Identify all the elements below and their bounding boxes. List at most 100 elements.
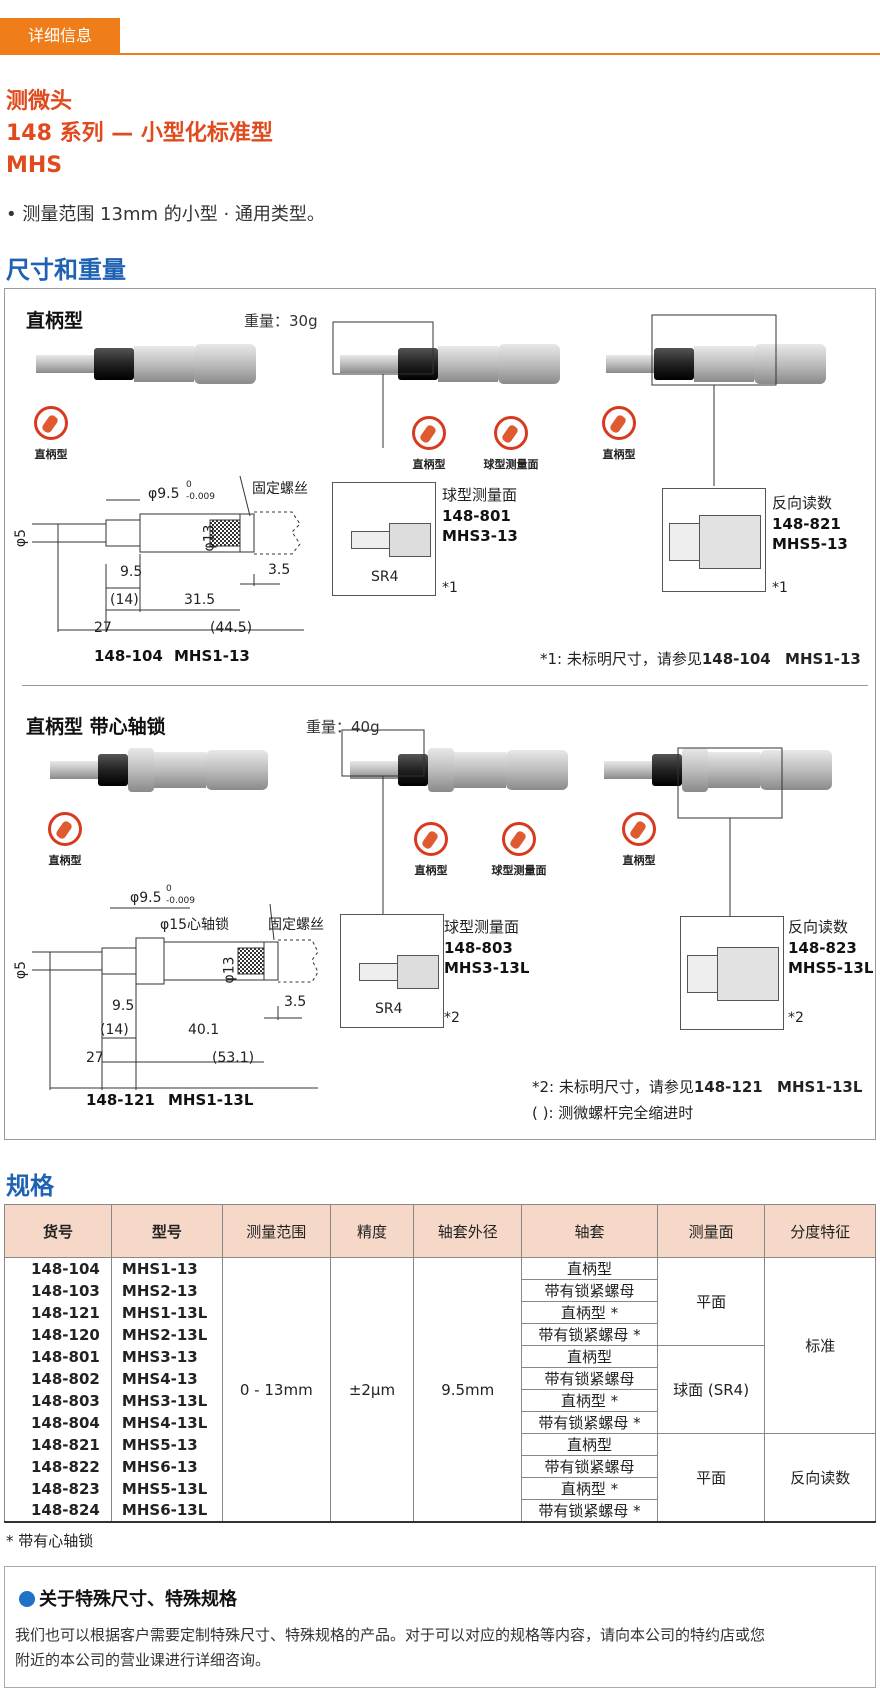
spec-table: 货号 型号 测量范围 精度 轴套外径 轴套 测量面 分度特征 148-104 M… [4, 1204, 876, 1523]
th-sleeve-dia: 轴套外径 [413, 1204, 523, 1258]
ball-model: MHS3-13 [442, 527, 518, 545]
micrometer-photo-6 [604, 747, 832, 916]
accuracy-cell: ±2μm [329, 1257, 415, 1523]
reverse-code: 148-821 [772, 515, 841, 533]
micrometer-photo-1 [36, 344, 256, 384]
d2-fix-screw: 固定螺丝 [268, 917, 324, 933]
ball-code: 148-801 [442, 507, 511, 525]
d2-d531: (53.1) [212, 1050, 255, 1066]
micrometer-photo-4 [50, 748, 268, 792]
d2-d14: (14) [100, 1022, 129, 1038]
d1-caption-model: MHS1-13 [174, 647, 250, 665]
reverse-code: 148-823 [788, 939, 857, 957]
diagram2-weight: 重量：40g [306, 718, 380, 736]
ball-face-badge-icon [494, 416, 528, 450]
ref-mark: *2 [788, 1010, 804, 1026]
sr-label: SR4 [371, 569, 399, 585]
special-order-text: 我们也可以根据客户需要定制特殊尺寸、特殊规格的产品。对于可以对应的规格等内容，请… [15, 1626, 766, 1669]
diagram2-drawings [32, 729, 832, 1090]
reverse-title: 反向读数 [772, 494, 833, 512]
reverse-model: MHS5-13L [788, 959, 874, 977]
diagram2-note: *2: 未标明尺寸，请参见148-121 MHS1-13L [532, 1078, 863, 1096]
th-grad: 分度特征 [764, 1204, 876, 1258]
ref-mark: *1 [772, 580, 788, 596]
product-series: 148 系列 — 小型化标准型 [6, 121, 273, 146]
th-code: 货号 [4, 1204, 112, 1258]
tech-drawing-2 [32, 903, 319, 1090]
grad-cell: 标准 [764, 1257, 876, 1434]
badge-label: 直柄型 [48, 854, 82, 867]
table-footnote: * 带有心轴锁 [6, 1532, 94, 1550]
d2-d35: 3.5 [284, 994, 307, 1010]
diagram1-title: 直柄型 [26, 310, 84, 332]
reverse-reading-detail-1 [662, 488, 766, 592]
d2-d401: 40.1 [188, 1022, 220, 1038]
detail-tab[interactable]: 详细信息 [0, 18, 120, 54]
product-title: 测微头 [6, 89, 73, 114]
d2-tol-down: -0.009 [166, 896, 196, 906]
ball-face-detail-2: SR4 [340, 914, 444, 1028]
d1-tol-down: -0.009 [186, 492, 216, 502]
table-header-row: 货号 型号 测量范围 精度 轴套外径 轴套 测量面 分度特征 [4, 1204, 876, 1258]
sleeve-dia-cell: 9.5mm [413, 1257, 523, 1523]
tech-drawing-1 [32, 475, 304, 632]
d2-d95: 9.5 [112, 998, 135, 1014]
straight-shank-badge-icon [412, 416, 446, 450]
ball-face-badge-icon [502, 822, 536, 856]
th-sleeve: 轴套 [521, 1204, 658, 1258]
straight-shank-badge-icon [414, 822, 448, 856]
grad-cell: 反向读数 [764, 1433, 876, 1523]
micrometer-photo-2 [332, 321, 560, 448]
frame-divider [22, 685, 868, 686]
straight-shank-badge-icon [34, 406, 68, 440]
special-order-title: 关于特殊尺寸、特殊规格 [19, 1585, 237, 1611]
section-dims-title: 尺寸和重量 [6, 256, 126, 284]
d1-d445: (44.5) [210, 620, 253, 636]
d1-d14: (14) [110, 592, 139, 608]
badge-label: 直柄型 [622, 854, 656, 867]
d2-caption-model: MHS1-13L [168, 1091, 254, 1109]
badge-label: 直柄型 [414, 864, 448, 877]
straight-shank-badge-icon [48, 812, 82, 846]
d1-d27: 27 [94, 620, 112, 636]
ref-mark: *2 [444, 1010, 460, 1026]
info-dot-icon [19, 1591, 35, 1607]
d1-phi13: φ13 [201, 524, 218, 552]
ref-mark: *1 [442, 580, 458, 596]
d2-phi95: φ9.5 [130, 890, 162, 906]
straight-shank-badge-icon [622, 812, 656, 846]
d2-phi13: φ13 [221, 956, 238, 984]
th-range: 测量范围 [221, 1204, 331, 1258]
d1-tol-up: 0 [186, 480, 192, 490]
ball-code: 148-803 [444, 939, 513, 957]
feature-bullet: • 测量范围 13mm 的小型 · 通用类型。 [6, 204, 325, 225]
th-model: 型号 [110, 1204, 223, 1258]
special-order-box: 关于特殊尺寸、特殊规格 我们也可以根据客户需要定制特殊尺寸、特殊规格的产品。对于… [4, 1566, 876, 1688]
reverse-reading-detail-2 [680, 916, 784, 1030]
d1-d95: 9.5 [120, 564, 143, 580]
badge-label: 直柄型 [602, 448, 636, 461]
d2-d27: 27 [86, 1050, 104, 1066]
face-cell: 平面 [656, 1433, 766, 1523]
reverse-title: 反向读数 [788, 918, 849, 936]
badge-label: 球型测量面 [483, 458, 539, 471]
d1-fix-screw: 固定螺丝 [252, 481, 308, 497]
tab-underline [0, 53, 880, 55]
ball-face-title: 球型测量面 [444, 918, 520, 936]
badge-label: 球型测量面 [491, 864, 547, 877]
diagram1-note: *1: 未标明尺寸，请参见148-104 MHS1-13 [540, 650, 861, 668]
th-face: 测量面 [656, 1204, 766, 1258]
dimensions-frame [4, 288, 876, 1140]
badge-label: 直柄型 [412, 458, 446, 471]
ball-model: MHS3-13L [444, 959, 530, 977]
diagram2-title: 直柄型 带心轴锁 [26, 716, 166, 738]
